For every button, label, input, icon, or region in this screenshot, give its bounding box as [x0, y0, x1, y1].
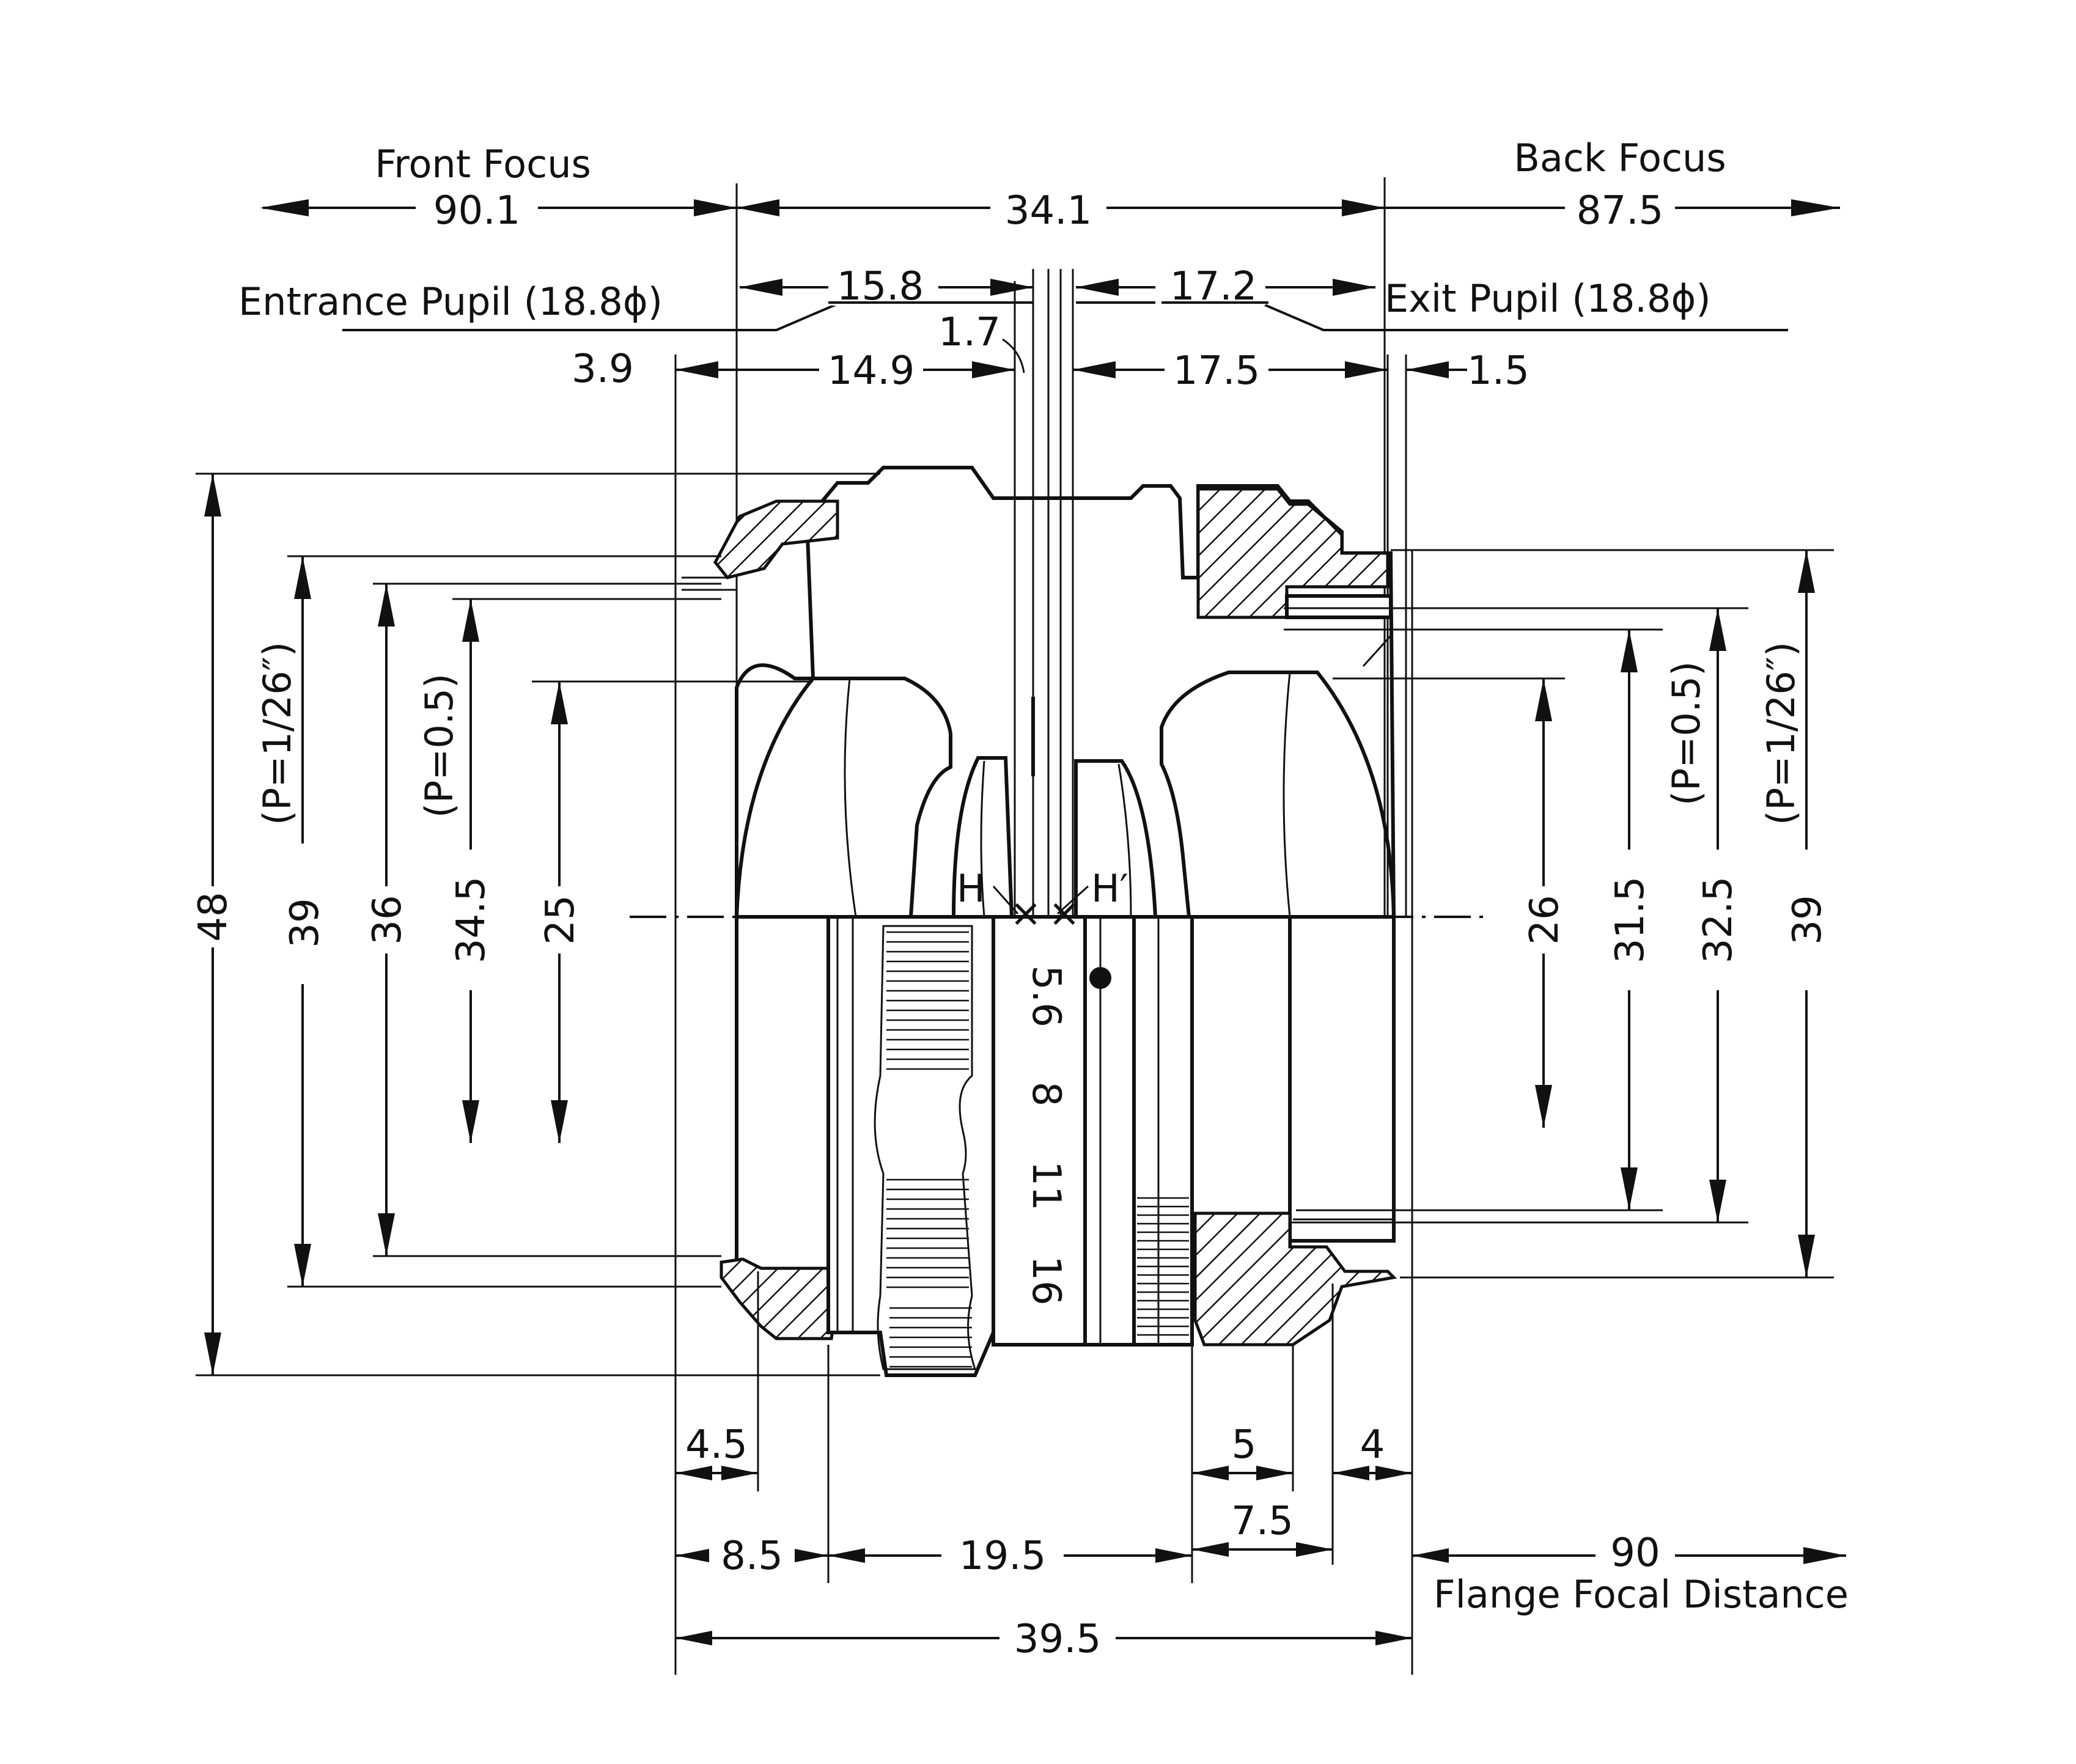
dim-34-5: 34.5 — [449, 876, 494, 964]
flange-focal-distance-label: Flange Focal Distance — [1434, 1572, 1849, 1617]
back-focus-label: Back Focus — [1514, 136, 1726, 180]
dim-1-5: 1.5 — [1467, 348, 1529, 394]
svg-text:×: × — [1048, 891, 1080, 935]
bottom-dimensions: 4.5 5 4 7.5 8.5 19.5 90 Flange Focal Dis… — [675, 1271, 1849, 1675]
index-dot — [1089, 967, 1111, 989]
dim-26: 26 — [1522, 895, 1567, 944]
dim-90: 90 — [1610, 1531, 1660, 1576]
thread-1-26-left: (P=1/26″) — [255, 642, 300, 825]
dim-31-5: 31.5 — [1608, 876, 1653, 964]
thread-0-5-right: (P=0.5) — [1664, 661, 1709, 806]
principal-distance-value: 34.1 — [1005, 188, 1092, 233]
dim-39-5: 39.5 — [1014, 1617, 1102, 1662]
dim-5: 5 — [1232, 1422, 1257, 1468]
back-focus-value: 87.5 — [1577, 188, 1664, 233]
front-focus-label: Front Focus — [375, 142, 591, 186]
exit-pupil-label: Exit Pupil (18.8ϕ) — [1385, 276, 1711, 321]
f-stop-5-6: 5.6 — [1023, 965, 1069, 1027]
dim-17-5: 17.5 — [1173, 348, 1261, 394]
dim-36: 36 — [365, 895, 410, 944]
lens-exterior: 5.6 8 11 16 — [720, 915, 1397, 1377]
dim-25: 25 — [538, 895, 583, 944]
f-stop-8: 8 — [1023, 1082, 1069, 1107]
f-stop-11: 11 — [1023, 1161, 1069, 1210]
dim-8-5: 8.5 — [721, 1534, 783, 1579]
hh-gap-value: 1.7 — [938, 310, 1001, 355]
front-focus-value: 90.1 — [433, 188, 521, 233]
dim-39-right: 39 — [1785, 895, 1830, 944]
top-dimensions: 90.1 Front Focus 34.1 87.5 Back Focus 15… — [238, 136, 1840, 394]
dim-3-9: 3.9 — [572, 347, 634, 392]
dim-39-left: 39 — [282, 898, 328, 947]
thread-1-26-right: (P=1/26″) — [1759, 642, 1803, 825]
focus-ring-knurl — [886, 931, 972, 1368]
left-dimensions: 48 39 (P=1/26″) 36 34.5 (P=0.5) 25 — [190, 472, 880, 1376]
h-prime-marker: H′ — [1091, 866, 1128, 911]
entrance-pupil-label: Entrance Pupil (18.8ϕ) — [238, 279, 663, 324]
rear-ring-knurl — [1137, 1197, 1189, 1336]
thread-0-5-left: (P=0.5) — [417, 674, 462, 818]
dim-14-9: 14.9 — [828, 348, 915, 394]
dim-48: 48 — [191, 892, 236, 941]
f-stop-16: 16 — [1023, 1255, 1069, 1305]
lens-body — [682, 466, 1396, 917]
dim-7-5: 7.5 — [1231, 1499, 1294, 1544]
dim-4-5: 4.5 — [685, 1422, 748, 1468]
dim-19-5: 19.5 — [959, 1534, 1047, 1579]
dim-32-5: 32.5 — [1696, 876, 1741, 964]
aperture-scale: 5.6 8 11 16 — [1023, 965, 1069, 1306]
h-marker: H — [957, 866, 985, 911]
svg-text:×: × — [1010, 891, 1042, 935]
dim-4: 4 — [1360, 1422, 1385, 1468]
right-dimensions: 26 31.5 32.5 (P=0.5) 39 (P=1/26″) — [1284, 549, 1834, 1279]
